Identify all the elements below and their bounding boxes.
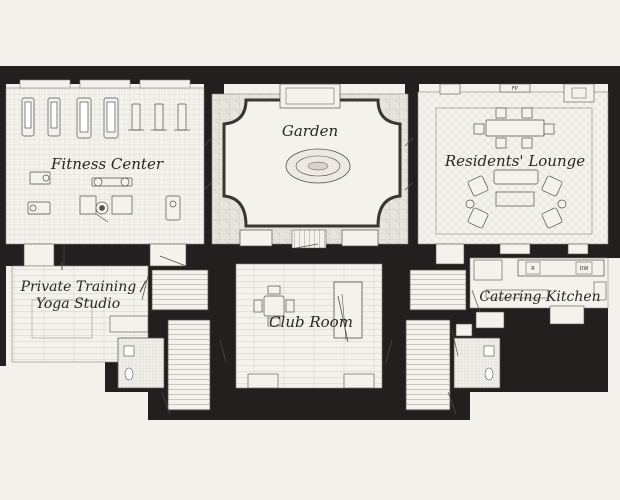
catering-kitchen-label: Catering Kitchen — [479, 289, 600, 305]
treadmill-group — [21, 97, 190, 139]
club-game-table — [253, 285, 295, 327]
catering-kitchen: R DW — [435, 243, 609, 329]
garden — [203, 83, 414, 249]
fitness-center — [5, 79, 205, 267]
private-training-label-line1: Private Training / — [20, 279, 147, 295]
garden-label: Garden — [282, 122, 338, 140]
residents-lounge-label: Residents' Lounge — [444, 152, 585, 170]
dishwasher-tag: DW — [580, 266, 589, 272]
yoga-studio-label-line2: Yoga Studio — [36, 296, 120, 312]
fitness-center-label: Fitness Center — [50, 155, 164, 173]
club-billiard-table — [333, 281, 363, 339]
fireplace-tag: FP — [512, 86, 518, 92]
door-fitness-south — [23, 243, 187, 267]
lounge-dining-table — [473, 107, 555, 149]
residents-lounge: FP — [417, 83, 609, 255]
weight-machines — [27, 171, 181, 223]
right-core — [385, 269, 501, 415]
club-room-label: Club Room — [269, 313, 353, 331]
lounge-seating — [465, 169, 567, 229]
club-room — [235, 243, 383, 389]
room-labels: Fitness Center Garden Residents' Lounge … — [20, 122, 601, 331]
fridge-tag: R — [531, 266, 535, 272]
left-core — [109, 269, 227, 415]
